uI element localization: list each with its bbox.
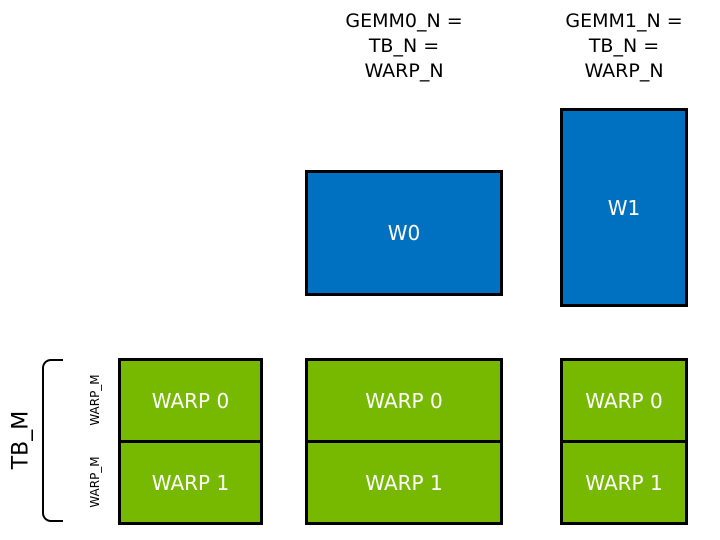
- w1-label: W1: [607, 195, 641, 220]
- warp-group-right: WARP 0 WARP 1: [560, 358, 688, 525]
- header-line: GEMM0_N =: [345, 10, 463, 32]
- header-line: TB_N =: [588, 35, 660, 57]
- tb-m-bracket: [42, 359, 63, 522]
- header-line: WARP_N: [364, 60, 444, 82]
- warp-cell: WARP 0: [308, 361, 500, 443]
- warp-cell: WARP 1: [121, 443, 260, 522]
- header-line: GEMM1_N =: [565, 10, 683, 32]
- warp-cell-label: WARP 0: [365, 388, 443, 413]
- warp-m-label: WARP_M: [88, 374, 102, 426]
- warp-cell-label: WARP 0: [151, 388, 230, 413]
- w0-box: W0: [305, 170, 503, 296]
- warp-cell-label: WARP 0: [585, 388, 663, 413]
- header-line: TB_N =: [368, 35, 440, 57]
- gemm1-column-header: GEMM1_N = TB_N = WARP_N: [558, 9, 690, 84]
- warp-cell: WARP 0: [121, 361, 260, 443]
- warp-cell-label: WARP 1: [151, 470, 230, 495]
- warp-cell: WARP 1: [563, 443, 685, 522]
- gemm0-column-header: GEMM0_N = TB_N = WARP_N: [305, 9, 503, 84]
- warp-cell: WARP 0: [563, 361, 685, 443]
- header-line: WARP_N: [584, 60, 664, 82]
- warp-m-label: WARP_M: [88, 456, 102, 508]
- warp-cell-label: WARP 1: [585, 470, 663, 495]
- warp-cell: WARP 1: [308, 443, 500, 522]
- warp-cell-label: WARP 1: [365, 470, 443, 495]
- tb-m-label: TB_M: [8, 410, 34, 470]
- warp-group-middle: WARP 0 WARP 1: [305, 358, 503, 525]
- w0-label: W0: [387, 221, 421, 245]
- warp-group-left: WARP 0 WARP 1: [118, 358, 263, 525]
- w1-box: W1: [560, 108, 688, 307]
